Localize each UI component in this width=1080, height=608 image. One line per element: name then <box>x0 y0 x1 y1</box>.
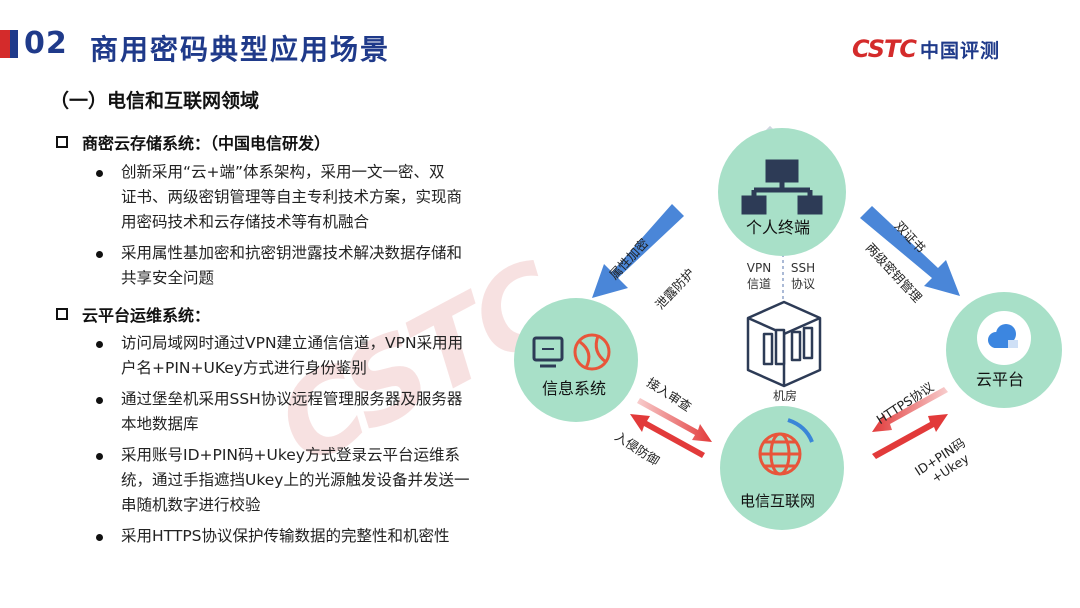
console-icon <box>532 336 564 368</box>
section-heading-cloud-storage: 商密云存储系统：（中国电信研发） <box>56 130 330 154</box>
logo-text: 中国评测 <box>920 39 1001 62</box>
square-bullet-icon <box>56 308 68 320</box>
bullet-item: 采用账号ID+PIN码+Ukey方式登录云平台运维系 统，通过手指遮挡Ukey上… <box>96 443 476 518</box>
label-ssh: SSH 协议 <box>787 260 819 292</box>
bullet-line: 采用HTTPS协议保护传输数据的完整性和机密性 <box>121 527 450 545</box>
bullet-dot-icon <box>96 453 103 460</box>
bullet-line: 创新采用“云+端”体系架构，采用一文一密、双 <box>121 163 445 181</box>
red-double-arrow-right <box>872 387 948 459</box>
bullet-line: 用密码技术和云存储技术等有机融合 <box>121 213 370 231</box>
bullet-item: 通过堡垒机采用SSH协议远程管理服务器及服务器 本地数据库 <box>96 387 476 437</box>
bullet-line: 统，通过手指遮挡Ukey上的光源触发设备并发送一 <box>121 471 470 489</box>
label-line: VPN <box>746 261 772 275</box>
bullet-dot-icon <box>96 341 103 348</box>
label-cloud: 云平台 <box>976 370 1025 389</box>
page-title: 商用密码典型应用场景 <box>90 33 391 66</box>
bullet-line: 本地数据库 <box>121 415 199 433</box>
cloud-icon <box>988 324 1018 348</box>
bullet-dot-icon <box>96 251 103 258</box>
architecture-diagram: 个人终端 信息系统 云平台 电信互联网 机房 VPN 信道 SSH 协议 属性加… <box>500 120 1080 608</box>
bullet-line: 访问局域网时通过VPN建立通信信道，VPN采用用 <box>121 334 464 352</box>
red-double-arrow-left <box>630 398 712 458</box>
bullet-dot-icon <box>96 170 103 177</box>
network-icon <box>741 159 823 215</box>
section-title: 云平台运维系统： <box>82 306 211 325</box>
bullet-line: 户名+PIN+UKey方式进行身份鉴别 <box>121 359 367 377</box>
bullet-line: 共享安全问题 <box>121 269 215 287</box>
label-line: 协议 <box>790 277 815 291</box>
server-room-icon <box>746 300 822 388</box>
bullet-line: 通过堡垒机采用SSH协议远程管理服务器及服务器 <box>121 390 463 408</box>
bullet-line: 采用属性基加密和抗密钥泄露技术解决数据存储和 <box>121 244 463 262</box>
square-bullet-icon <box>56 136 68 148</box>
section-title: 商密云存储系统：（中国电信研发） <box>82 134 331 153</box>
subtitle: （一）电信和互联网领域 <box>50 90 260 112</box>
bullet-item: 创新采用“云+端”体系架构，采用一文一密、双 证书、两级密钥管理等自主专利技术方… <box>96 160 476 235</box>
label-vpn: VPN 信道 <box>743 260 775 292</box>
section-heading-cloud-ops: 云平台运维系统： <box>56 302 210 326</box>
bullet-dot-icon <box>96 397 103 404</box>
signal-arc-icon <box>787 418 814 443</box>
bullet-line: 证书、两级密钥管理等自主专利技术方案，实现商 <box>121 188 463 206</box>
label-telecom: 电信互联网 <box>740 492 816 510</box>
label-line: 信道 <box>746 277 771 291</box>
bullet-item: 采用HTTPS协议保护传输数据的完整性和机密性 <box>96 524 476 549</box>
bullet-line: 串随机数字进行校验 <box>121 496 261 514</box>
bullet-dot-icon <box>96 534 103 541</box>
label-room: 机房 <box>772 389 797 403</box>
cstc-logo: CSTC 中国评测 <box>852 34 1000 64</box>
header-accent-red <box>0 30 10 58</box>
diagram-graphics <box>514 125 1062 530</box>
bullet-item: 访问局域网时通过VPN建立通信信道，VPN采用用 户名+PIN+UKey方式进行… <box>96 331 476 381</box>
bullet-line: 采用账号ID+PIN码+Ukey方式登录云平台运维系 <box>121 446 460 464</box>
logo-mark: CSTC <box>852 35 917 63</box>
label-line: SSH <box>790 261 816 275</box>
section-number: 02 <box>24 26 68 61</box>
globe-icon <box>573 333 611 371</box>
header-accent-blue <box>10 30 18 58</box>
bullet-item: 采用属性基加密和抗密钥泄露技术解决数据存储和 共享安全问题 <box>96 241 476 291</box>
blue-arrow-left <box>592 204 684 298</box>
web-globe-icon <box>758 432 802 476</box>
node-telecom <box>720 406 844 530</box>
blue-arrow-right <box>860 206 960 296</box>
label-terminal: 个人终端 <box>746 218 811 237</box>
label-info-system: 信息系统 <box>542 379 607 398</box>
